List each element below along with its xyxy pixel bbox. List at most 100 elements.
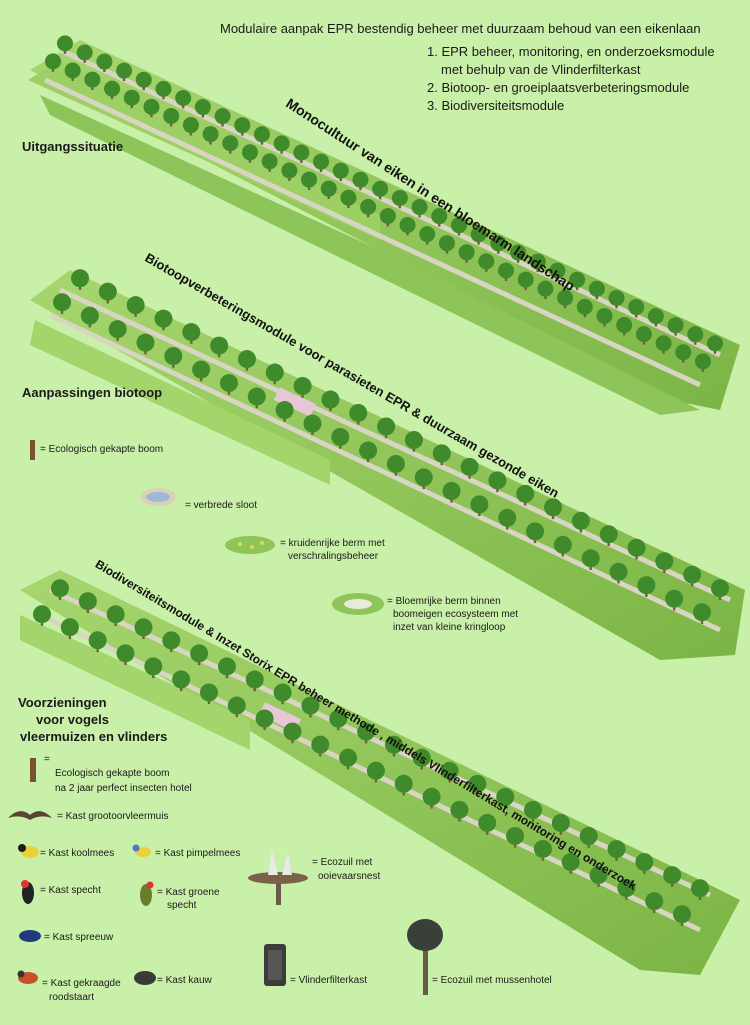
tree-crown bbox=[255, 709, 274, 728]
tree-crown bbox=[332, 162, 349, 179]
tree-row-3 bbox=[33, 579, 709, 926]
tree-crown bbox=[144, 657, 163, 676]
tree-crown bbox=[293, 144, 310, 161]
tree-row-2 bbox=[53, 269, 729, 624]
tree-crown bbox=[609, 562, 628, 581]
tree-crown bbox=[126, 296, 145, 315]
tree-crown bbox=[431, 208, 448, 225]
tree-crown bbox=[357, 722, 376, 741]
tree-crown bbox=[707, 335, 723, 352]
woodpecker-icon bbox=[21, 880, 34, 904]
tree-crown bbox=[247, 387, 266, 406]
tree-crown bbox=[51, 579, 69, 598]
tree-crown bbox=[384, 735, 403, 754]
tree-crown bbox=[488, 471, 507, 490]
tree-crown bbox=[478, 253, 495, 270]
tree-crown bbox=[194, 99, 211, 116]
bat-icon bbox=[8, 811, 52, 820]
great-tit-icon bbox=[18, 844, 39, 858]
tree-crown bbox=[321, 390, 340, 409]
tree-crown bbox=[510, 244, 527, 261]
tree-crown bbox=[399, 217, 416, 234]
stork-nest-icon bbox=[248, 850, 308, 905]
tree-crown bbox=[663, 866, 682, 885]
tree-crown bbox=[404, 430, 423, 449]
tree-crown bbox=[366, 761, 385, 780]
tree-crown bbox=[320, 180, 337, 197]
tree-crown bbox=[377, 417, 396, 436]
section-provisions-1: Voorzieningen bbox=[18, 695, 107, 710]
tree-crown bbox=[372, 180, 389, 197]
tree-crown bbox=[155, 80, 172, 97]
legend-redstart-label-2: roodstaart bbox=[49, 992, 95, 1003]
tree-crown bbox=[108, 320, 127, 339]
tree-crown bbox=[78, 592, 97, 611]
tree-crown bbox=[172, 670, 191, 689]
tree-crown bbox=[468, 774, 487, 793]
legend-sparrow-hotel-label: = Ecozuil met mussenhotel bbox=[432, 975, 552, 986]
legend-flower-verge-label: = Bloemrijke berm binnen bbox=[387, 596, 501, 607]
tree-crown bbox=[655, 552, 674, 571]
tree-crown bbox=[301, 171, 318, 188]
tree-crown bbox=[526, 522, 545, 541]
tree-crown bbox=[154, 309, 173, 328]
tree-crown bbox=[210, 336, 229, 355]
tree-crown bbox=[163, 107, 180, 124]
tree-crown bbox=[422, 787, 441, 806]
tree-crown bbox=[217, 657, 236, 676]
legend-bat-label: = Kast grootoorvleermuis bbox=[57, 811, 169, 822]
tree-crown bbox=[164, 347, 183, 366]
butterfly-filter-box-icon bbox=[264, 944, 286, 986]
legend-herb-verge-label: = kruidenrijke berm met bbox=[280, 538, 385, 549]
green-woodpecker-icon bbox=[140, 881, 154, 906]
section-provisions-2: voor vogels bbox=[36, 712, 109, 727]
tree-crown bbox=[96, 53, 113, 70]
tree-crown bbox=[665, 589, 684, 608]
tree-crown bbox=[301, 696, 320, 715]
tree-crown bbox=[496, 787, 515, 806]
tree-crown bbox=[273, 683, 292, 702]
tree-crown bbox=[691, 879, 709, 898]
tree-crown bbox=[553, 535, 572, 554]
tree-crown bbox=[199, 683, 218, 702]
tree-crown bbox=[440, 761, 459, 780]
legend-great-tit-label: = Kast koolmees bbox=[40, 848, 115, 859]
tree-crown bbox=[549, 262, 566, 279]
tree-crown bbox=[331, 427, 350, 446]
tree-crown bbox=[391, 189, 408, 206]
tree-crown bbox=[182, 117, 199, 134]
legend-stump2-label-2: na 2 jaar perfect insecten hotel bbox=[55, 783, 192, 794]
tree-crown bbox=[576, 298, 593, 315]
tree-crown bbox=[557, 289, 574, 306]
tree-crown bbox=[359, 441, 378, 460]
tree-crown bbox=[116, 644, 135, 663]
tree-crown bbox=[339, 748, 358, 767]
tree-crown bbox=[134, 618, 153, 637]
tree-crown bbox=[192, 360, 211, 379]
tree-crown bbox=[234, 117, 251, 134]
tree-crown bbox=[460, 457, 479, 476]
tree-crown bbox=[506, 826, 525, 845]
tree-crown bbox=[579, 827, 598, 846]
legend-redstart-label: = Kast gekraagde bbox=[42, 978, 121, 989]
tree-crown bbox=[627, 538, 646, 557]
tree-crown bbox=[628, 299, 645, 316]
tree-crown bbox=[182, 323, 201, 342]
blue-tit-icon bbox=[132, 844, 151, 857]
tree-crown bbox=[607, 840, 626, 859]
tree-crown bbox=[162, 631, 181, 650]
tree-crown bbox=[143, 98, 160, 115]
tree-crown bbox=[253, 126, 270, 143]
tree-crown bbox=[450, 800, 469, 819]
legend-stump2-label: Ecologisch gekapte boom bbox=[55, 768, 170, 779]
tree-crown bbox=[245, 670, 264, 689]
legend-starling-label: = Kast spreeuw bbox=[44, 932, 114, 943]
tree-crown bbox=[84, 71, 101, 88]
tree-crown bbox=[529, 253, 546, 270]
legend-stork-nest-label-2: ooievaarsnest bbox=[318, 871, 381, 882]
tree-crown bbox=[617, 879, 636, 898]
tree-crown bbox=[490, 235, 507, 252]
legend-filter-box-label: = Vlinderfilterkast bbox=[290, 975, 367, 986]
tree-crown bbox=[647, 308, 664, 325]
tree-crown bbox=[53, 293, 71, 312]
